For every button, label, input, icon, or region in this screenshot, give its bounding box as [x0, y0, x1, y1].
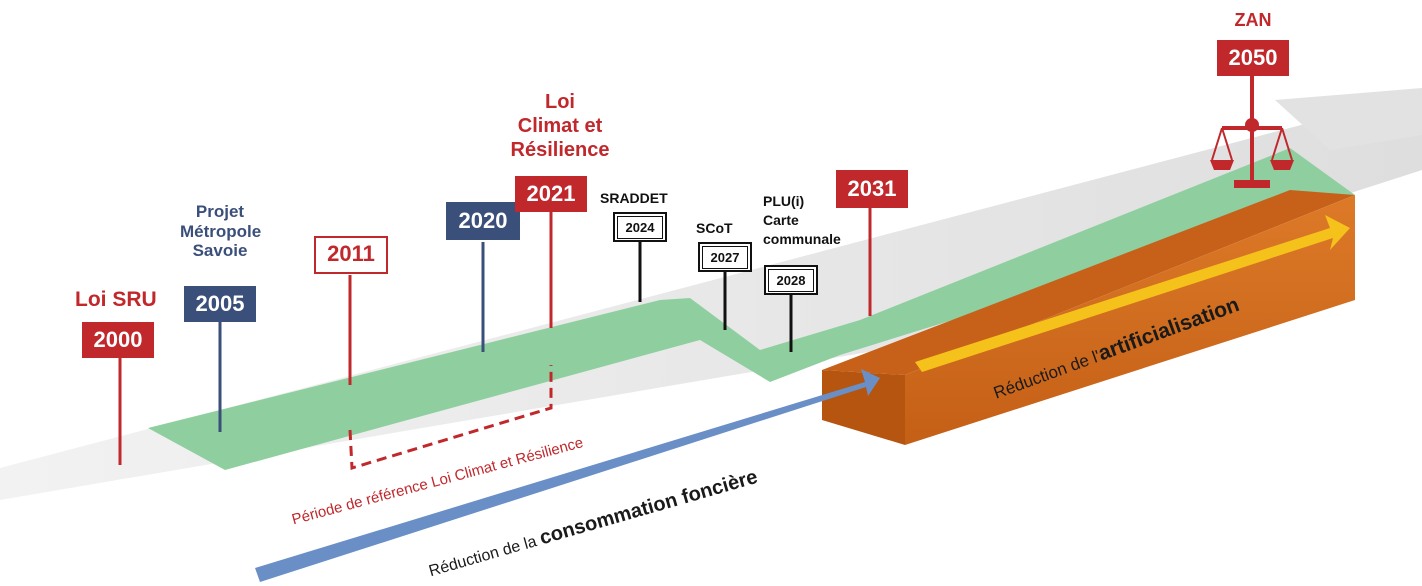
blue-arrow [255, 369, 880, 582]
milestone-2000-title: Loi SRU [75, 288, 157, 311]
scot-year: 2027 [702, 246, 748, 269]
zan-year: 2050 [1217, 40, 1289, 76]
milestone-2021-line-2: Climat et [517, 115, 603, 137]
plu-year: 2028 [768, 269, 814, 292]
milestone-2005-title: Projet Métropole Savoie [180, 202, 262, 261]
reference-period-bracket [348, 365, 553, 470]
grey-arrow-head [1275, 88, 1422, 150]
milestone-2005-line-1: Projet [195, 202, 245, 221]
scot-title: SCoT [696, 220, 733, 236]
orange-top [822, 190, 1355, 375]
sraddet-title: SRADDET [600, 190, 668, 206]
milestone-2021-line-1: Loi [545, 91, 575, 113]
green-band [148, 148, 1355, 470]
milestone-2011-year: 2011 [314, 236, 388, 274]
plu-line-3: communale [763, 230, 841, 247]
milestone-2000-year: 2000 [82, 322, 154, 358]
plu-title: PLU(i) Carte communale [763, 192, 841, 249]
plu-line-2: Carte [763, 211, 799, 228]
balance-scale-icon [1210, 73, 1294, 188]
plu-sign: 2028 [764, 265, 818, 295]
milestone-2031-year: 2031 [836, 170, 908, 208]
scot-sign: 2027 [698, 242, 752, 272]
milestone-2021-title: Loi Climat et Résilience [505, 90, 615, 162]
milestone-2005-year: 2005 [184, 286, 256, 322]
plu-line-1: PLU(i) [763, 193, 805, 209]
sraddet-year: 2024 [617, 216, 663, 239]
milestone-2005-line-2: Métropole [180, 221, 262, 241]
sraddet-sign: 2024 [613, 212, 667, 242]
orange-side [822, 370, 905, 445]
yellow-arrow [915, 215, 1350, 372]
milestone-2021-line-3: Résilience [510, 139, 610, 161]
milestone-2021-year: 2021 [515, 176, 587, 212]
milestone-2020-year: 2020 [446, 202, 520, 240]
milestone-2005-line-3: Savoie [192, 241, 248, 261]
zan-title: ZAN [1234, 10, 1272, 30]
